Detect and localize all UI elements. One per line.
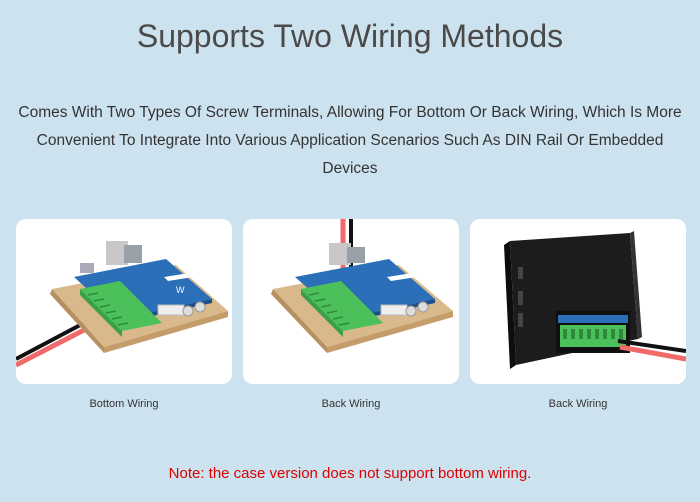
case-back-wiring-image xyxy=(470,219,686,384)
card-back-wiring-case xyxy=(470,219,686,384)
description-text: Comes With Two Types Of Screw Terminals,… xyxy=(18,104,682,177)
svg-text:W: W xyxy=(176,285,185,295)
caption-back-wiring-case: Back Wiring xyxy=(548,398,608,410)
caption-bottom-wiring: Bottom Wiring xyxy=(89,398,159,410)
board-bottom-wiring-image: W xyxy=(16,219,232,384)
card-back-wiring-board xyxy=(243,219,459,384)
page-title: Supports Two Wiring Methods xyxy=(136,18,564,54)
case-note: Note: the case version does not support … xyxy=(168,465,532,482)
card-bottom-wiring: W xyxy=(16,219,232,384)
caption-back-wiring-board: Back Wiring xyxy=(321,398,381,410)
board-back-wiring-image xyxy=(243,219,459,384)
